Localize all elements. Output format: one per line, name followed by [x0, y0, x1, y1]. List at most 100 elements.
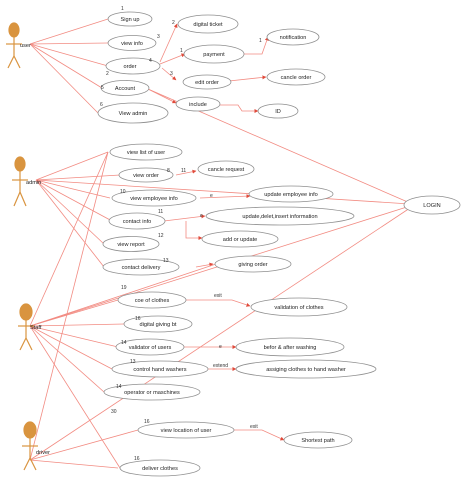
use-case-account: Account: [100, 80, 150, 96]
edge-label: 2: [172, 20, 175, 26]
edge-label: 3: [157, 34, 160, 40]
use-case-editorder: edit order: [182, 74, 232, 90]
link-staff-validator: [29, 325, 119, 348]
edge-label: 8: [167, 168, 170, 174]
use-case-viewemployee: view employee info: [111, 189, 197, 207]
edge-label: e: [210, 193, 213, 199]
use-case-digitalgiving: digital giving bt: [123, 315, 193, 333]
use-case-updateemployee: update employee info: [248, 185, 334, 203]
use-case-contactdelivery: contact delivery: [102, 258, 180, 276]
svg-text:cancle request: cancle request: [208, 167, 245, 173]
svg-text:validator of users: validator of users: [129, 345, 172, 351]
use-case-login: LOGIN: [403, 195, 461, 215]
edge-label: 10: [120, 189, 126, 195]
edge-labels: 1 3 4 2 5 6 2 1 1 3 8 11 10 e 11 e 12 13…: [100, 6, 262, 462]
link-staff-deliver: [29, 325, 121, 469]
link-driver-login: [29, 207, 411, 461]
link-contactinfo-updatedelete: [163, 214, 206, 222]
actor-label: admin: [26, 180, 41, 186]
svg-text:order: order: [123, 64, 136, 70]
use-case-cancleorder: cancle order: [266, 68, 326, 86]
svg-text:View admin: View admin: [119, 111, 148, 117]
edge-label: 13: [163, 258, 169, 264]
actor-user: user: [6, 22, 31, 69]
svg-text:digital giving bt: digital giving bt: [139, 322, 176, 328]
use-case-contactinfo: contact info: [108, 212, 166, 230]
edge-label: 30: [111, 409, 117, 415]
svg-text:ID: ID: [275, 109, 281, 115]
actor-label: Staff: [30, 325, 42, 331]
use-case-givingorder: giving order: [214, 255, 292, 273]
svg-text:notification: notification: [280, 35, 307, 41]
svg-text:edit order: edit order: [195, 80, 219, 86]
stick-figure-icon: [18, 303, 34, 351]
actor-label: user: [20, 43, 31, 49]
link-admin-contactdelivery: [35, 179, 105, 268]
svg-text:view location of user: view location of user: [161, 428, 212, 434]
use-case-viewlocation: view location of user: [137, 421, 235, 439]
svg-text:Shortest path: Shortest path: [301, 438, 334, 444]
use-case-group: Sign up view info order Account View adm…: [97, 11, 461, 477]
edge-label: 2: [106, 71, 109, 77]
svg-text:Sign up: Sign up: [121, 17, 140, 23]
link-staff-control: [29, 325, 113, 370]
use-case-canclerequest: cancle request: [197, 160, 255, 178]
link-contactinfo-addorupdate: [185, 221, 203, 240]
edge-label: e: [200, 213, 203, 219]
link-staff-operator: [29, 325, 105, 393]
edge-label: 3: [170, 71, 173, 77]
link-vieworder-canclerequest: [175, 169, 197, 176]
use-case-id: ID: [257, 103, 299, 119]
link-admin-login: [35, 179, 411, 205]
svg-text:view list of user: view list of user: [127, 150, 165, 156]
edge-label: 11: [181, 168, 186, 174]
use-case-assigning: assiging clothes to hand washer: [235, 359, 377, 379]
use-case-payment: payment: [183, 44, 245, 64]
link-staff-givingorder: [29, 263, 217, 327]
stick-figure-icon: [12, 156, 28, 207]
edge-label: 14: [116, 384, 122, 390]
use-case-validatorusers: validator of users: [115, 338, 185, 356]
link-viewemployee-update: [199, 194, 251, 199]
use-case-viewlistuser: view list of user: [109, 143, 183, 161]
stick-figure-icon: [6, 22, 22, 69]
use-case-updatedelete: update,delet,insert information: [205, 206, 355, 226]
edge-label: 16: [135, 316, 141, 322]
link-admin-viewreport: [35, 179, 105, 245]
edge-label: 4: [149, 58, 152, 64]
use-case-signup: Sign up: [107, 11, 153, 27]
link-staff-digitalgiving: [29, 323, 125, 327]
svg-text:control hand washers: control hand washers: [133, 367, 186, 373]
link-driver-location: [29, 429, 139, 461]
link-user-order: [29, 43, 109, 67]
link-user-viewinfo: [29, 42, 109, 45]
svg-text:update,delet,insert informatio: update,delet,insert information: [242, 214, 317, 220]
link-admin-viewlist: [35, 151, 109, 181]
link-coe-validation: [186, 299, 251, 307]
link-admin-viewemployee: [35, 179, 111, 199]
link-payment-notification: [244, 36, 269, 55]
edge-label: 12: [158, 233, 164, 239]
use-case-addorupdate: add or update: [201, 230, 279, 248]
actor-label: driver: [36, 450, 50, 456]
actor-staff: Staff: [18, 303, 42, 351]
svg-text:operator or maschines: operator or maschines: [124, 390, 180, 396]
edge-label: e: [219, 344, 222, 350]
use-case-validationclothes: validation of clothes: [250, 297, 348, 317]
edge-label: exit: [250, 424, 258, 430]
svg-text:view order: view order: [133, 173, 159, 179]
edge-label: 6: [100, 102, 103, 108]
edge-label: 1: [121, 6, 124, 12]
link-contactdelivery-givingorder: [195, 262, 214, 268]
use-case-coeofclothes: coe of clothes: [117, 291, 187, 309]
link-user-viewadmin: [29, 43, 99, 114]
svg-text:update employee info: update employee info: [264, 192, 318, 198]
stick-figure-icon: [22, 421, 38, 471]
svg-text:deliver clothes: deliver clothes: [142, 466, 178, 472]
edge-label: exit: [214, 293, 222, 299]
link-admin-contactinfo: [35, 179, 113, 222]
edge-label: 19: [121, 285, 127, 291]
svg-text:view info: view info: [121, 41, 143, 47]
svg-text:add or update: add or update: [223, 237, 258, 243]
link-user-signup: [29, 18, 109, 45]
